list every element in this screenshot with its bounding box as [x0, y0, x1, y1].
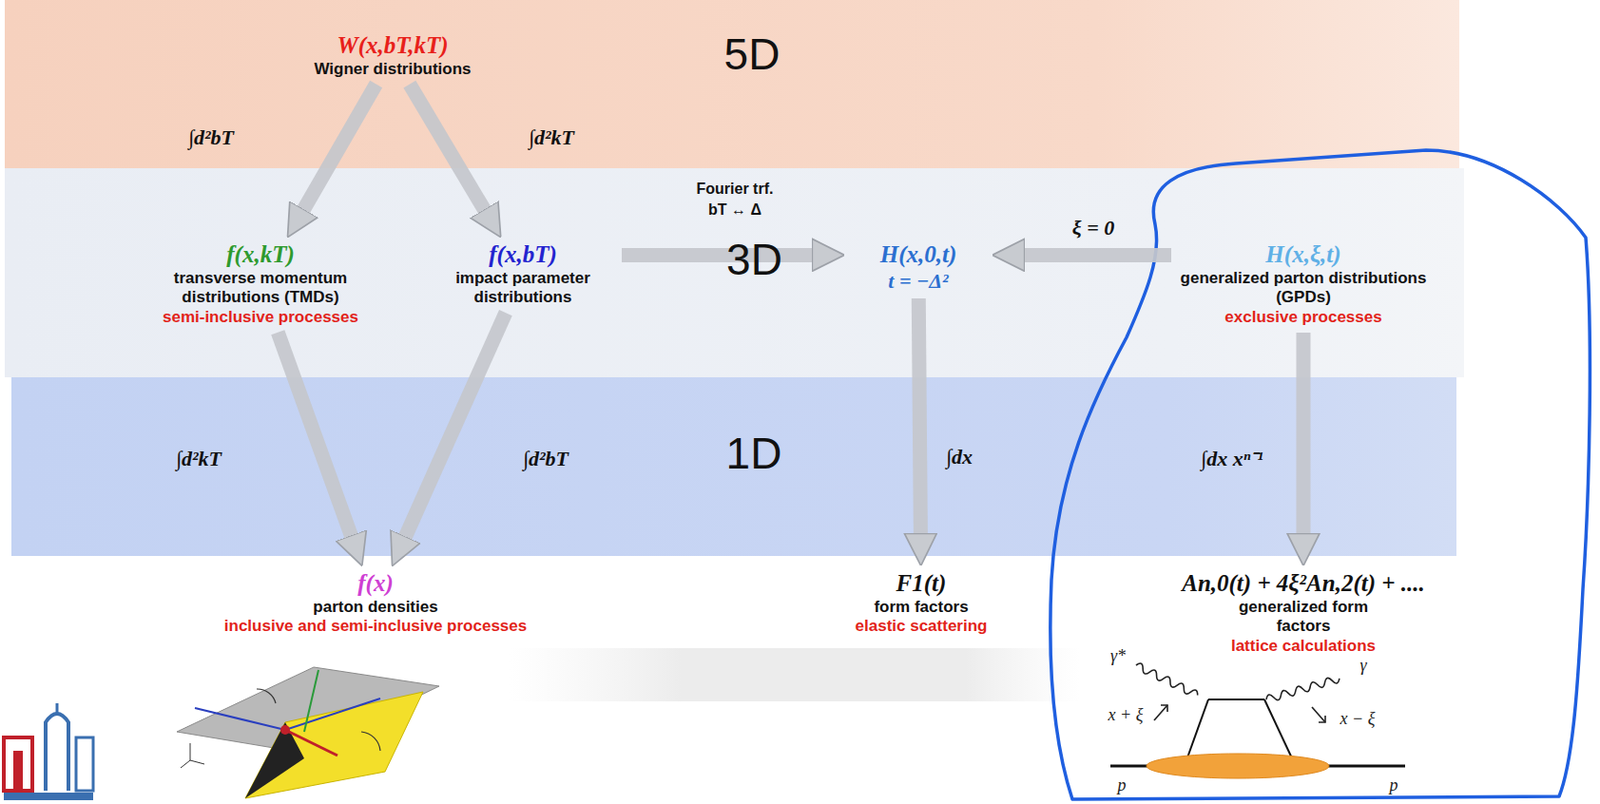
dimension-label: 1D	[726, 431, 783, 476]
highlight-outline	[1050, 150, 1591, 800]
description: exclusive processes	[1178, 308, 1428, 328]
operation-label: ∫dx xⁿ⁻¹	[1200, 443, 1264, 472]
projection-arrow	[621, 248, 814, 263]
diagram-label: γ*	[1110, 646, 1126, 667]
description: impact parameter distributions	[431, 269, 615, 309]
diagram-label: p	[1389, 775, 1399, 796]
diagram-label: p	[1118, 775, 1127, 796]
description: elastic scattering	[829, 616, 1013, 637]
projection-arrow	[409, 84, 485, 212]
description: inclusive and semi-inclusive processes	[151, 616, 600, 637]
dimension-label: 5D	[724, 32, 781, 77]
dimension-label: 3D	[726, 237, 783, 282]
description: parton densities	[151, 597, 600, 617]
description: lattice calculations	[1164, 636, 1443, 656]
projection-arrow	[1296, 332, 1311, 536]
formula: F1(t)	[829, 570, 1013, 598]
operation-label: ∫d²kT	[528, 125, 575, 151]
operation-label: ∫d²bT	[522, 446, 569, 472]
description: transverse momentum distributions (TMDs)	[126, 269, 395, 309]
operation-label: ∫d²bT	[188, 125, 234, 151]
formula: f(x)	[151, 570, 600, 598]
description: Wigner distributions	[272, 59, 513, 79]
description: t = −Δ²	[850, 269, 986, 293]
formula: An,0(t) + 4ξ²An,2(t) + ....	[1164, 570, 1443, 598]
scattering-plane-illustration	[176, 667, 440, 799]
diagram-label: γ	[1359, 655, 1367, 676]
distribution-box: H(x,ξ,t)generalized parton distributions…	[1175, 239, 1432, 329]
distribution-box: An,0(t) + 4ξ²An,2(t) + ....generalized f…	[1160, 568, 1446, 658]
logo	[3, 703, 94, 801]
formula: H(x,ξ,t)	[1178, 241, 1428, 270]
description: form factors	[829, 597, 1013, 617]
projection-arrow	[404, 312, 506, 539]
diagram-label: x + ξ	[1108, 705, 1144, 726]
description: generalized form factors	[1220, 597, 1388, 637]
distribution-box: H(x,0,t)t = −Δ²	[847, 239, 990, 295]
operation-label: ∫dx	[945, 444, 973, 470]
distribution-box: f(x,bT)impact parameter distributions	[427, 239, 618, 310]
operation-label: ∫d²kT	[175, 446, 222, 472]
operation-label: ξ = 0	[1072, 215, 1115, 241]
operation-label: Fourier trf. bT ↔ Δ	[687, 178, 783, 220]
formula: W(x,bT,kT)	[272, 32, 513, 60]
formula: f(x,bT)	[431, 241, 615, 270]
distribution-box: f(x)parton densitiesinclusive and semi-i…	[147, 568, 604, 639]
background-bar	[509, 648, 1080, 702]
projection-arrow	[303, 84, 377, 212]
formula: H(x,0,t)	[850, 241, 986, 270]
projection-arrow	[277, 332, 352, 538]
description: generalized parton distributions (GPDs)	[1178, 269, 1428, 309]
projection-arrow	[1022, 248, 1172, 263]
description: semi-inclusive processes	[126, 308, 395, 328]
distribution-box: f(x,kT)transverse momentum distributions…	[122, 239, 399, 329]
formula: f(x,kT)	[126, 241, 395, 270]
distribution-box: F1(t)form factorselastic scattering	[826, 568, 1017, 639]
distribution-box: W(x,bT,kT)Wigner distributions	[269, 30, 517, 81]
dvcs-handbag-diagram	[1110, 661, 1406, 779]
projection-arrow	[918, 298, 921, 536]
diagram-label: x − ξ	[1340, 709, 1376, 730]
dimension-band: 3D f(x,kT)transverse momentum distributio…	[4, 168, 1465, 378]
